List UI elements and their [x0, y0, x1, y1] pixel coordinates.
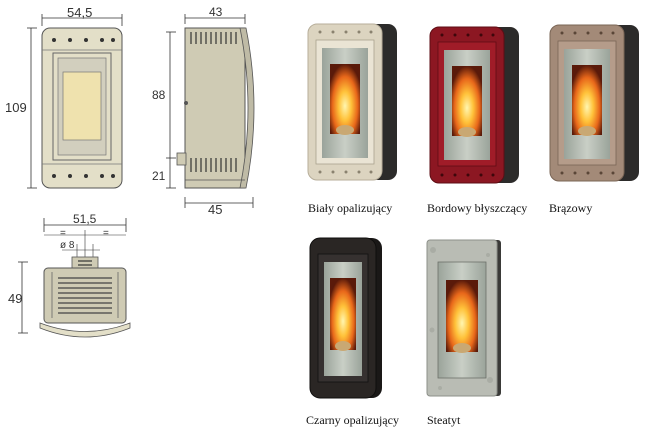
- caption-brazowy: Brązowy: [549, 201, 593, 215]
- side-view-drawing: [166, 14, 255, 208]
- caption-bordowy-blyszczacy: Bordowy błyszczący: [427, 201, 528, 215]
- side-height-dimension: 88: [152, 88, 166, 102]
- stove-photo-bialy: [307, 23, 397, 181]
- top-equal-right-mark: =: [103, 228, 109, 239]
- side-depth-top-dimension: 43: [209, 5, 223, 19]
- flue-diameter-dimension: ø 8: [60, 240, 75, 251]
- top-view-drawing: [18, 218, 131, 338]
- side-bottom-height-dimension: 21: [152, 169, 166, 183]
- stove-photo-steatyt: [426, 239, 501, 397]
- caption-steatyt: Steatyt: [427, 413, 461, 427]
- front-width-dimension: 54,5: [67, 5, 93, 20]
- stove-photo-brazowy: [549, 24, 639, 182]
- top-height-dimension: 49: [8, 291, 23, 306]
- front-height-dimension: 109: [5, 100, 27, 115]
- side-depth-bottom-dimension: 45: [208, 202, 223, 217]
- stove-photo-czarny: [309, 237, 382, 399]
- top-equal-left-mark: =: [60, 228, 66, 239]
- front-view-drawing: [27, 14, 123, 189]
- caption-czarny-opalizujacy: Czarny opalizujący: [306, 413, 399, 427]
- caption-bialy-opalizujacy: Biały opalizujący: [308, 201, 393, 215]
- top-width-dimension: 51,5: [73, 212, 97, 226]
- stove-photo-bordowy: [429, 26, 519, 184]
